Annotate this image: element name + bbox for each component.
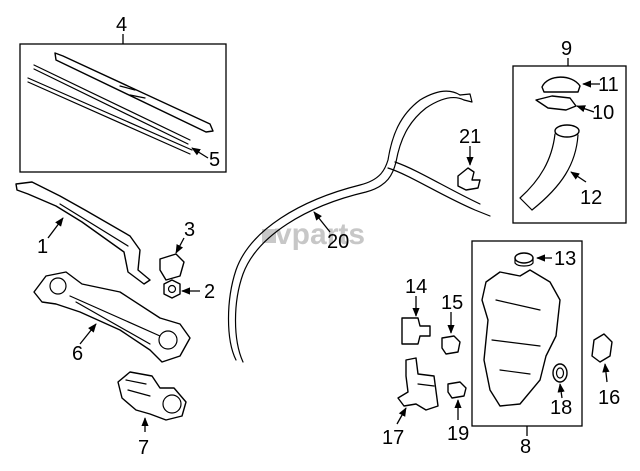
level-sensor bbox=[401, 317, 431, 345]
leader-1 bbox=[47, 217, 64, 239]
leader-12 bbox=[570, 171, 587, 183]
pump-grommet bbox=[447, 381, 467, 399]
wiper-blade-insert-upper bbox=[33, 64, 191, 145]
callout-10: 10 bbox=[592, 102, 614, 124]
hose-clip bbox=[457, 167, 481, 191]
leader-16 bbox=[602, 363, 610, 383]
leader-20 bbox=[313, 211, 331, 233]
callout-4: 4 bbox=[116, 14, 127, 36]
callout-18: 18 bbox=[550, 397, 572, 419]
leader-3 bbox=[175, 237, 185, 254]
filler-cap bbox=[541, 76, 581, 93]
callout-7: 7 bbox=[138, 437, 149, 459]
sensor-grommet bbox=[441, 335, 461, 355]
reservoir-tank bbox=[481, 269, 561, 407]
filler-neck-group: 9 11 10 12 bbox=[512, 38, 627, 224]
callout-20: 20 bbox=[327, 231, 349, 253]
wiper-motor bbox=[117, 371, 187, 421]
callout-5: 5 bbox=[209, 149, 220, 171]
callout-9: 9 bbox=[561, 38, 572, 60]
washer-hose bbox=[227, 90, 491, 363]
callout-3: 3 bbox=[184, 219, 195, 241]
watermark-text: vparts bbox=[275, 218, 365, 251]
callout-21: 21 bbox=[459, 126, 481, 148]
callout-16: 16 bbox=[598, 387, 620, 409]
leader-6 bbox=[79, 323, 97, 345]
callout-1: 1 bbox=[37, 236, 48, 258]
washer-pump bbox=[397, 357, 439, 411]
leader-10 bbox=[576, 105, 595, 113]
callout-8: 8 bbox=[520, 436, 531, 458]
callout-19: 19 bbox=[447, 423, 469, 445]
leader-18 bbox=[557, 383, 565, 399]
pivot-cap bbox=[159, 253, 185, 281]
callout-11: 11 bbox=[598, 74, 619, 96]
leader-17 bbox=[396, 407, 407, 425]
callout-15: 15 bbox=[441, 292, 463, 314]
wiper-blade-lower bbox=[27, 77, 193, 155]
leader-5 bbox=[191, 147, 209, 159]
pivot-nut bbox=[163, 279, 181, 299]
wiper-linkage bbox=[33, 271, 191, 363]
callout-17: 17 bbox=[382, 427, 404, 449]
cap-seal bbox=[535, 95, 577, 111]
filler-neck-box bbox=[512, 65, 627, 224]
wiper-blade-group: 4 5 bbox=[19, 14, 227, 173]
watermark-logo: vparts bbox=[262, 218, 365, 251]
callout-6: 6 bbox=[72, 343, 83, 365]
reservoir-group: 8 13 18 bbox=[471, 240, 583, 458]
reservoir-grommet bbox=[514, 252, 534, 267]
callout-14: 14 bbox=[405, 276, 427, 298]
callout-13: 13 bbox=[554, 248, 576, 270]
reservoir-seal bbox=[552, 363, 568, 383]
wiper-blade-upper bbox=[54, 52, 214, 133]
wiper-arm bbox=[15, 181, 151, 285]
callout-12: 12 bbox=[580, 187, 602, 209]
washer-nozzle bbox=[591, 333, 613, 363]
filler-pipe bbox=[519, 124, 580, 211]
callout-2: 2 bbox=[204, 281, 215, 303]
